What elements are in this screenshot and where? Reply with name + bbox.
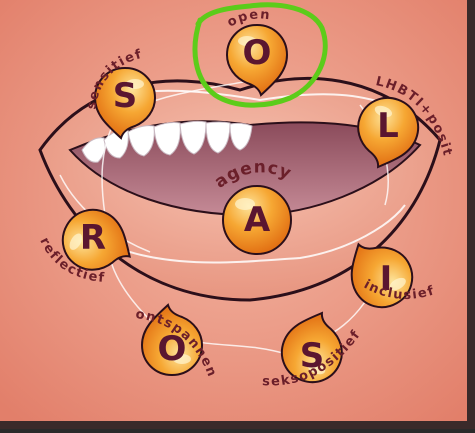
letter-o-top: O bbox=[243, 33, 272, 73]
frame-edge bbox=[467, 0, 475, 429]
pin-a-center: A bbox=[223, 186, 291, 254]
letter-a-center: A bbox=[244, 200, 271, 240]
letter-r-left: R bbox=[80, 218, 106, 258]
frame-bottom bbox=[0, 421, 475, 429]
letter-l-right: L bbox=[377, 106, 399, 146]
letter-s-left: S bbox=[113, 76, 138, 116]
